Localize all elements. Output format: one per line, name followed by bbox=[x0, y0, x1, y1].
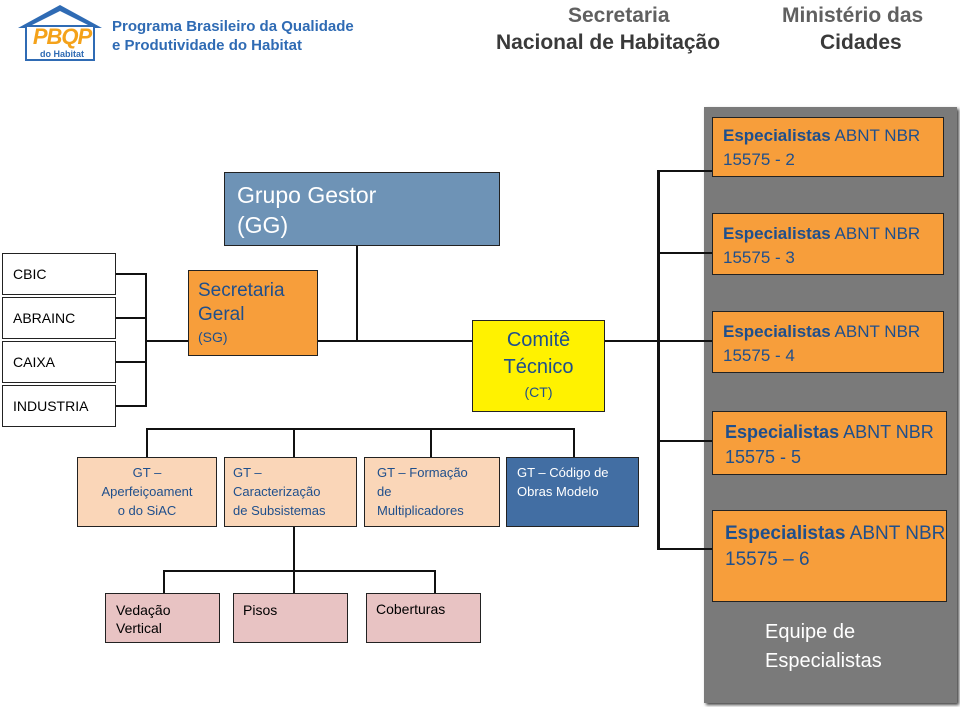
entity-label: INDUSTRIA bbox=[13, 398, 89, 414]
secretaria-geral-line3: (SG) bbox=[198, 329, 228, 345]
specialists-panel bbox=[704, 107, 957, 703]
secretaria-logo-line2: Nacional de Habitação bbox=[496, 31, 721, 54]
subsystem-pisos-box: Pisos bbox=[233, 593, 348, 643]
specialists-label: Especialistas bbox=[723, 126, 831, 145]
gt-line3: Multiplicadores bbox=[377, 503, 464, 518]
ministerio-logo-line1: Ministério das bbox=[782, 4, 924, 27]
specialists-nbr-15575-6-box: Especialistas ABNT NBR 15575 – 6 bbox=[712, 510, 947, 602]
comite-tecnico-line1: Comitê bbox=[506, 329, 571, 351]
gt-line1: GT – Código de bbox=[517, 465, 609, 480]
specialists-nbr-15575-4-box: Especialistas ABNT NBR 15575 - 4 bbox=[712, 311, 944, 373]
entity-label: ABRAINC bbox=[13, 310, 76, 326]
subsystem-coberturas-box: Coberturas bbox=[366, 593, 481, 643]
specialists-nbr-15575-3-box: Especialistas ABNT NBR 15575 - 3 bbox=[712, 213, 944, 275]
specialists-standard: ABNT NBR bbox=[830, 322, 921, 341]
left-entity-caixa: CAIXA bbox=[2, 341, 116, 383]
pbqp-logo-text: PBQP bbox=[32, 24, 92, 49]
grupo-gestor-line2: (GG) bbox=[237, 212, 289, 238]
header: PBQP do Habitat Programa Brasileiro da Q… bbox=[0, 0, 960, 66]
gt-line1: GT – Formação bbox=[377, 465, 468, 480]
gt-line3: o do SiAC bbox=[117, 503, 177, 518]
secretaria-geral-line1: Secretaria bbox=[198, 280, 285, 301]
pbqp-logo: PBQP do Habitat bbox=[14, 2, 106, 64]
specialists-standard: ABNT NBR bbox=[830, 126, 921, 145]
subsystem-line1: Coberturas bbox=[376, 601, 446, 617]
gt-line1: GT – bbox=[132, 465, 162, 480]
gt-line2: Caracterização bbox=[233, 484, 321, 499]
grupo-gestor-box: Grupo Gestor (GG) bbox=[224, 172, 500, 246]
specialists-part: 15575 - 5 bbox=[725, 447, 802, 467]
program-name-line2: e Produtividade do Habitat bbox=[112, 37, 303, 54]
specialists-nbr-15575-5-box: Especialistas ABNT NBR 15575 - 5 bbox=[712, 411, 947, 475]
specialists-standard: ABNT NBR bbox=[830, 224, 921, 243]
entity-label: CAIXA bbox=[13, 354, 56, 370]
gt-line2: Aperfeiçoament bbox=[101, 484, 193, 499]
program-name-line1: Programa Brasileiro da Qualidade bbox=[112, 18, 354, 35]
subsystem-line2: Vertical bbox=[116, 620, 162, 636]
ministerio-logo-line2: Cidades bbox=[820, 31, 902, 54]
specialists-label: Especialistas bbox=[725, 523, 846, 544]
specialists-part: 15575 - 4 bbox=[723, 346, 795, 365]
subsystem-line1: Vedação bbox=[116, 602, 171, 618]
specialists-label: Especialistas bbox=[723, 224, 831, 243]
left-entity-abrainc: ABRAINC bbox=[2, 297, 116, 339]
house-logo-icon bbox=[18, 5, 102, 61]
gt-aperfeicoamento-box: GT – Aperfeiçoament o do SiAC bbox=[77, 457, 217, 527]
specialists-part: 15575 - 3 bbox=[723, 248, 795, 267]
gt-line2: de bbox=[377, 484, 392, 499]
panel-caption: Equipe de Especialistas bbox=[765, 618, 882, 676]
left-entity-cbic: CBIC bbox=[2, 253, 116, 295]
gt-codigo-obras-box: GT – Código de Obras Modelo bbox=[506, 457, 639, 527]
specialists-part: 15575 - 2 bbox=[723, 150, 795, 169]
specialists-nbr-15575-2-box: Especialistas ABNT NBR 15575 - 2 bbox=[712, 117, 944, 177]
gt-line3: de Subsistemas bbox=[233, 503, 326, 518]
grupo-gestor-line1: Grupo Gestor bbox=[237, 182, 377, 208]
subsystem-line1: Pisos bbox=[243, 602, 278, 618]
entity-label: CBIC bbox=[13, 266, 47, 282]
subsystem-vedacao-box: Vedação Vertical bbox=[105, 593, 220, 643]
panel-caption-line2: Especialistas bbox=[765, 650, 882, 672]
gt-line1: GT – bbox=[233, 465, 262, 480]
panel-caption-line1: Equipe de bbox=[765, 621, 856, 643]
pbqp-logo-subtext: do Habitat bbox=[40, 49, 84, 59]
specialists-label: Especialistas bbox=[725, 422, 840, 442]
gt-caracterizacao-box: GT – Caracterização de Subsistemas bbox=[224, 457, 357, 527]
specialists-standard: ABNT NBR bbox=[839, 422, 934, 442]
comite-tecnico-box: Comitê Técnico (CT) bbox=[472, 320, 605, 412]
specialists-part: 15575 – 6 bbox=[725, 549, 810, 570]
secretaria-geral-line2: Geral bbox=[198, 304, 245, 325]
secretaria-logo-line1: Secretaria bbox=[568, 4, 670, 27]
specialists-standard: ABNT NBR bbox=[845, 523, 946, 544]
comite-tecnico-line2: Técnico bbox=[503, 356, 574, 378]
gt-line2: Obras Modelo bbox=[517, 484, 599, 499]
specialists-label: Especialistas bbox=[723, 322, 831, 341]
comite-tecnico-line3: (CT) bbox=[524, 384, 553, 400]
left-entity-industria: INDUSTRIA bbox=[2, 385, 116, 427]
secretaria-geral-box: Secretaria Geral (SG) bbox=[188, 270, 318, 356]
gt-formacao-box: GT – Formação de Multiplicadores bbox=[364, 457, 500, 527]
